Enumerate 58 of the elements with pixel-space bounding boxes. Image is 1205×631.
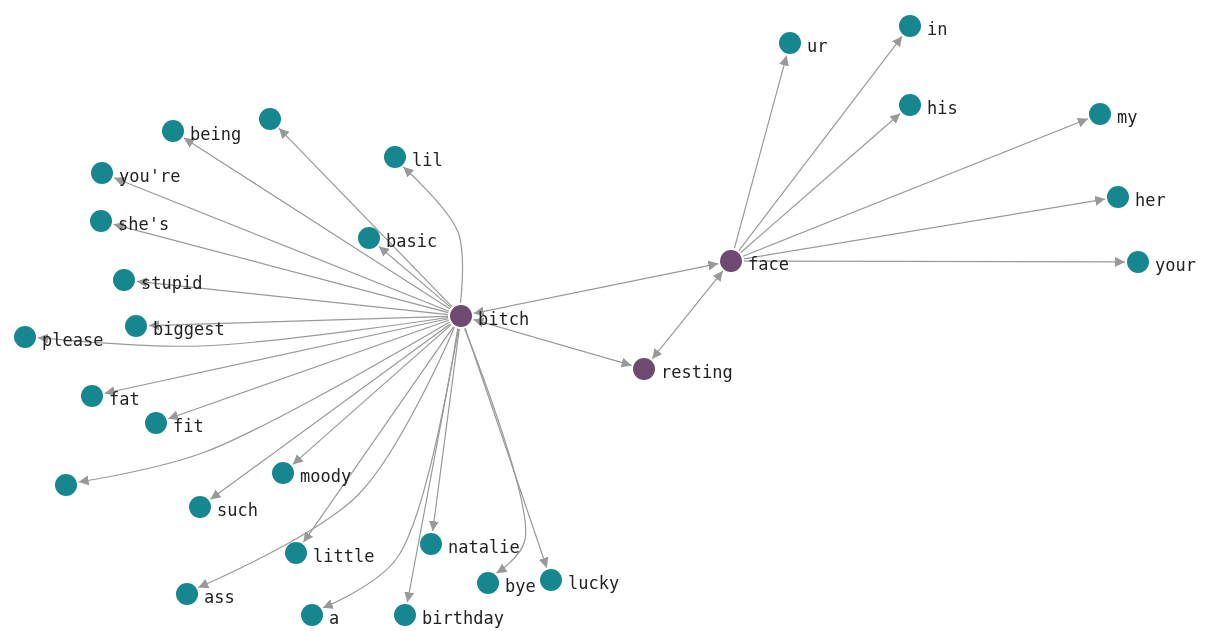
node-label: little [312, 547, 376, 565]
arrow [302, 326, 455, 543]
node-label: in [926, 20, 949, 38]
arrow [148, 315, 449, 331]
node-label: face [747, 255, 790, 273]
arrow [402, 166, 464, 304]
arrow [733, 54, 789, 250]
arrow [197, 326, 456, 589]
arrow [740, 112, 901, 254]
arrow [378, 245, 452, 309]
node-label: being [189, 125, 243, 143]
node-label: my [1116, 108, 1139, 126]
arrow [209, 323, 452, 500]
node-label: ur [806, 37, 829, 55]
arrow [738, 35, 903, 252]
node-label: biggest [152, 320, 226, 338]
node-label: moody [299, 467, 353, 485]
node-label: she's [117, 215, 171, 233]
arrow [104, 318, 449, 396]
node-label: a [328, 609, 341, 627]
arrow [743, 256, 1126, 267]
node-label: fit [172, 417, 205, 435]
arrow [473, 260, 719, 317]
arrow [112, 222, 450, 314]
node-label: bitch [477, 310, 531, 328]
arrow [743, 195, 1106, 260]
node-label: such [216, 501, 259, 519]
arrow [113, 176, 450, 312]
arrow [167, 319, 450, 421]
arrow [183, 137, 451, 310]
arrow [463, 327, 527, 574]
node-label: please [41, 331, 105, 349]
arrow [322, 327, 459, 609]
arrow [429, 328, 460, 532]
node-label: natalie [447, 538, 521, 556]
node-label: ass [203, 588, 236, 606]
node-label: resting [660, 363, 734, 381]
arrow [464, 327, 549, 569]
node-label: stupid [140, 274, 204, 292]
arrow [37, 316, 449, 347]
node-label: fat [108, 390, 141, 408]
node-label: lil [411, 151, 444, 169]
arrow [292, 324, 452, 465]
arrow [651, 270, 724, 360]
arrow [136, 277, 449, 316]
node-label: birthday [421, 609, 505, 627]
node-label: bye [504, 577, 537, 595]
arrow [742, 117, 1089, 257]
arrow [472, 317, 633, 368]
node-label: your [1154, 256, 1197, 274]
node-label: lucky [567, 574, 621, 592]
arrow [78, 321, 451, 486]
node-label: her [1134, 191, 1167, 209]
node-label: his [926, 99, 959, 117]
node-label: you're [118, 167, 182, 185]
node-label: basic [385, 232, 439, 250]
arrow [278, 127, 453, 308]
arrow [404, 328, 460, 603]
